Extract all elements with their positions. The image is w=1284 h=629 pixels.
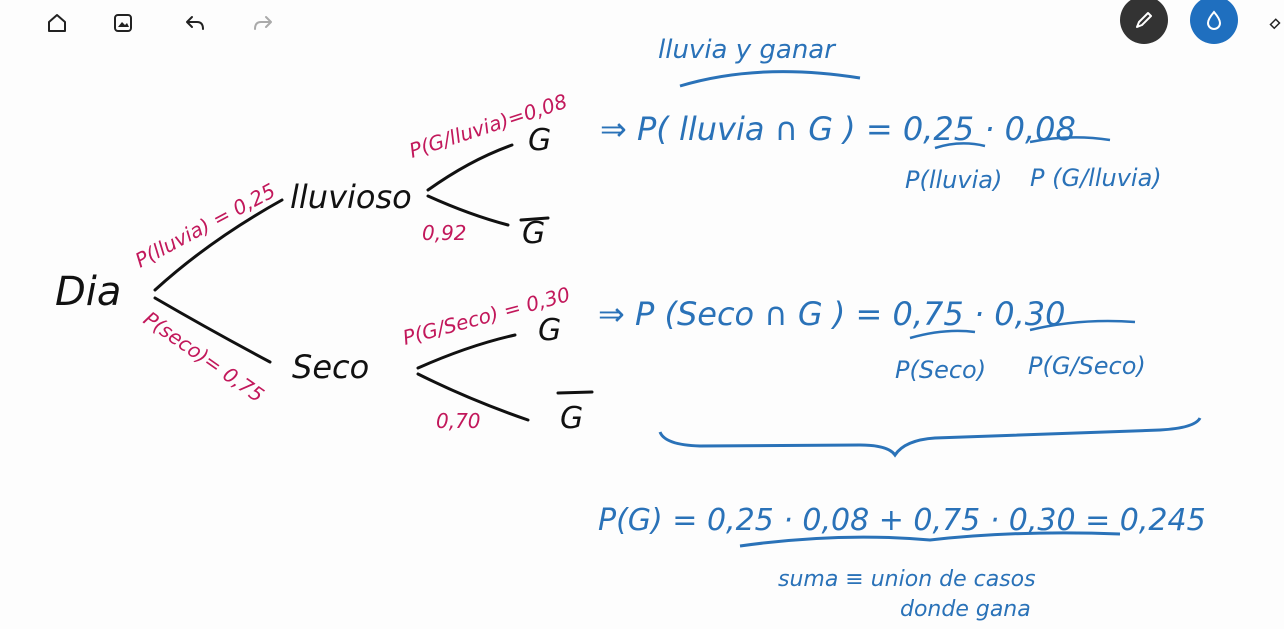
equation-1: ⇒ P( lluvia ∩ G ) = 0,25 · 0,08 <box>600 110 1076 148</box>
leaf-top-lose: G <box>522 216 545 251</box>
equation-1-underline <box>934 136 1111 150</box>
redo-icon[interactable] <box>248 8 278 38</box>
equation-2-sub-b: P(G/Seco) <box>1028 352 1146 380</box>
eraser-icon[interactable] <box>1266 8 1284 38</box>
pen-tool-icon[interactable] <box>1120 0 1168 44</box>
tree-branches <box>153 143 594 422</box>
equation-total-underline <box>739 531 1121 548</box>
image-icon[interactable] <box>108 8 138 38</box>
toolbar <box>0 0 1284 44</box>
title-underline <box>679 70 861 88</box>
notes-title: lluvia y ganar <box>658 35 837 65</box>
ink-drop-icon[interactable] <box>1190 0 1238 44</box>
top-lose-prob: 0,92 <box>422 221 467 245</box>
node-top: lluvioso <box>290 178 412 216</box>
tree-root: Dia <box>55 269 121 315</box>
undo-icon[interactable] <box>180 8 210 38</box>
equation-2-underline <box>909 319 1136 340</box>
bottom-lose-prob: 0,70 <box>436 409 481 433</box>
brace <box>658 417 1202 458</box>
footer-line-1: suma ≡ union de casos <box>778 567 1036 592</box>
equation-2: ⇒ P (Seco ∩ G ) = 0,75 · 0,30 <box>598 295 1066 333</box>
node-bottom: Seco <box>292 348 369 386</box>
equation-2-sub-a: P(Seco) <box>895 356 986 384</box>
footer-line-2: donde gana <box>900 597 1031 622</box>
equation-1-sub-b: P (G/lluvia) <box>1030 164 1162 192</box>
branch-top-prob: P(lluvia) = 0,25 <box>131 178 279 272</box>
leaf-top-win: G <box>528 123 551 158</box>
leaf-bottom-lose: G <box>560 401 583 436</box>
branch-bottom-prob: P(seco)= 0,75 <box>139 306 268 407</box>
equation-1-sub-a: P(lluvia) <box>905 166 1002 194</box>
leaf-bottom-win: G <box>538 313 561 348</box>
home-icon[interactable] <box>42 8 72 38</box>
